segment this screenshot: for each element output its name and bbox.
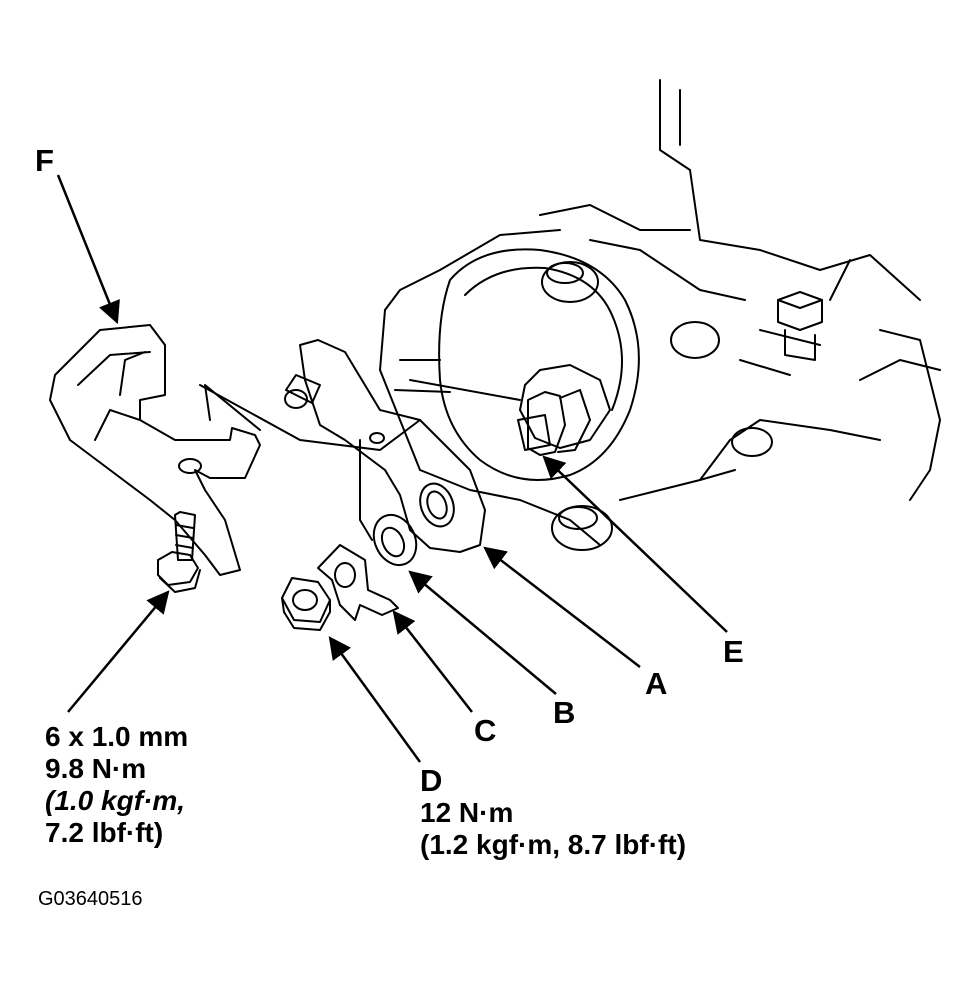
hex-nut-d [281, 577, 331, 631]
leader-b [408, 570, 557, 695]
leader-lines [56, 174, 728, 763]
callout-d: D [420, 763, 443, 798]
nut-torque-kgfm-lbfft: (1.2 kgf·m, 8.7 lbf·ft) [420, 829, 687, 860]
lock-tab-c [317, 544, 399, 621]
bolt-size: 6 x 1.0 mm [45, 721, 189, 752]
bolt-torque-kgfm: (1.0 kgf·m, [45, 785, 186, 816]
bolt-torque-spec: 6 x 1.0 mm 9.8 N·m (1.0 kgf·m, 7.2 lbf·f… [45, 721, 188, 849]
leader-a [483, 546, 641, 668]
leader-f [56, 174, 120, 325]
bolt-torque-lbfft: 7.2 lbf·ft) [45, 817, 164, 848]
flange-bolt [157, 511, 201, 593]
callout-f: F [35, 143, 54, 178]
nut-torque-spec: D 12 N·m (1.2 kgf·m, 8.7 lbf·ft) [420, 765, 686, 861]
callout-a: A [645, 666, 668, 701]
switch-housing [409, 248, 640, 481]
leader-bolt [67, 590, 170, 713]
shaft-e [517, 389, 591, 456]
leader-d [328, 636, 422, 763]
leader-e [542, 455, 728, 633]
leader-c [392, 610, 473, 713]
washer-b [372, 513, 418, 567]
callout-b: B [553, 695, 576, 730]
callout-c: C [474, 713, 497, 748]
transmission-case [379, 79, 941, 551]
nut-torque-nm: 12 N·m [420, 797, 514, 828]
figure-code: G03640516 [38, 888, 143, 910]
bracket-f [49, 324, 421, 576]
control-lever-a [284, 339, 486, 553]
callout-e: E [723, 634, 744, 669]
bolt-torque-nm: 9.8 N·m [45, 753, 147, 784]
